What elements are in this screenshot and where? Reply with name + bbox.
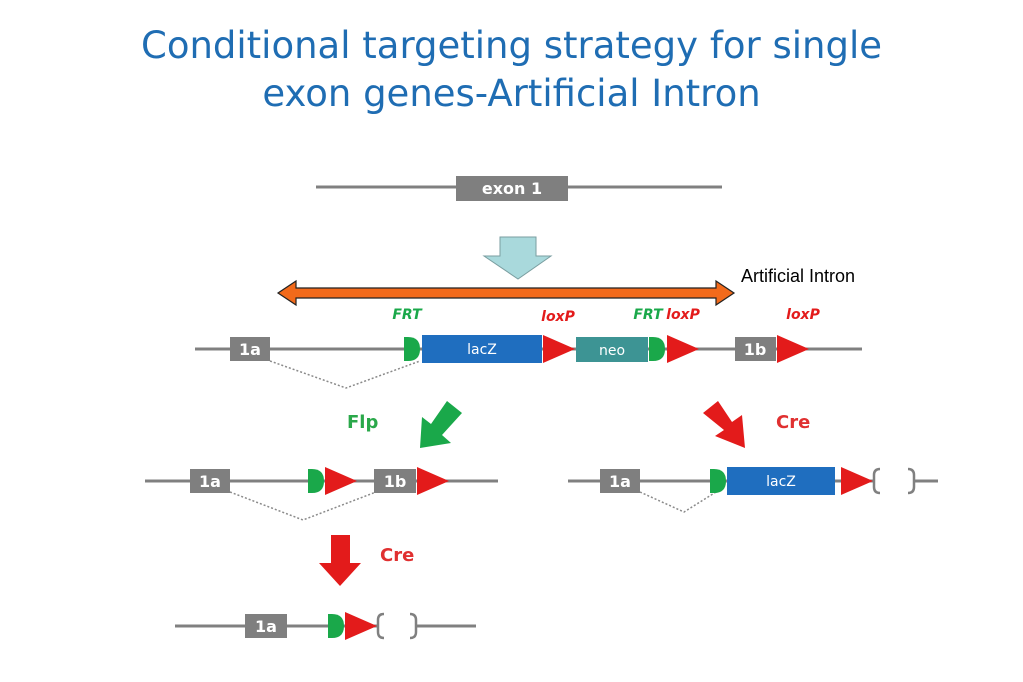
exon-1a-box — [230, 337, 270, 361]
deleted-exon-gap — [874, 467, 914, 495]
block-down-arrow-icon — [482, 236, 553, 280]
loxp-site-icon — [325, 467, 357, 495]
splice-line — [229, 491, 377, 521]
lacz-cassette — [727, 467, 835, 495]
loxp-label: loxP — [786, 307, 820, 323]
cre-down-arrow-icon — [319, 535, 361, 586]
title-line-1: Conditional targeting strategy for singl… — [140, 24, 882, 67]
open-bracket-icon — [872, 467, 881, 495]
exon-1a-box — [600, 469, 640, 493]
wildtype-allele: exon 1 — [316, 176, 722, 201]
cre-label: Cre — [380, 545, 414, 566]
lacz-cassette — [422, 335, 542, 363]
loxp-site-icon — [841, 467, 873, 495]
loxp-label: loxP — [666, 307, 700, 323]
exon-1-box — [456, 176, 568, 201]
loxp-label: loxP — [541, 309, 575, 325]
splice-line — [639, 491, 717, 513]
frt-site-icon — [710, 469, 726, 493]
exon-1b-box — [374, 469, 416, 493]
exon-1-label: exon 1 — [482, 179, 542, 198]
artificial-intron-span: Artificial Intron — [276, 266, 855, 307]
exon-1a-label: 1a — [239, 340, 261, 359]
frt-site-icon — [308, 469, 324, 493]
title-line-2: exon genes-Artificial Intron — [262, 72, 761, 115]
exon-1b-label: 1b — [384, 472, 407, 491]
exon-1a-label: 1a — [255, 617, 277, 636]
lacz-label: lacZ — [467, 342, 497, 358]
cre-label: Cre — [776, 412, 810, 433]
deleted-exon-gap — [379, 612, 417, 640]
cre-arrow-icon — [703, 401, 745, 448]
artificial-intron-label: Artificial Intron — [741, 266, 855, 286]
close-bracket-icon — [907, 467, 916, 495]
flp-label: Flp — [347, 412, 378, 433]
neo-cassette — [576, 337, 648, 362]
exon-1a-box — [245, 614, 287, 638]
cre-deleted-allele: 1a lacZ — [568, 467, 938, 513]
flp-arrow-icon — [420, 401, 462, 448]
open-bracket-icon — [376, 612, 385, 640]
neo-label: neo — [599, 343, 625, 359]
exon-1a-label: 1a — [199, 472, 221, 491]
exon-1a-label: 1a — [609, 472, 631, 491]
exon-1a-box — [190, 469, 230, 493]
loxp-site-icon — [345, 612, 377, 640]
loxp-site-icon — [417, 467, 449, 495]
exon-1b-label: 1b — [744, 340, 767, 359]
page-title: Conditional targeting strategy for singl… — [0, 22, 1023, 118]
flp-deleted-allele: 1a 1b — [145, 467, 498, 521]
loxp-site-icon — [667, 335, 699, 363]
final-deleted-allele: 1a — [175, 612, 476, 640]
double-headed-arrow-icon — [276, 279, 736, 307]
frt-label: FRT — [633, 307, 664, 323]
close-bracket-icon — [409, 612, 418, 640]
loxp-site-icon — [777, 335, 809, 363]
targeted-allele: 1a lacZ neo 1b FRT loxP FRT loxP loxP — [195, 307, 862, 389]
frt-label: FRT — [392, 307, 423, 323]
frt-site-icon — [404, 337, 420, 361]
splice-line — [269, 360, 421, 389]
frt-site-icon — [328, 614, 344, 638]
loxp-site-icon — [543, 335, 575, 363]
frt-site-icon — [649, 337, 665, 361]
lacz-label: lacZ — [766, 474, 796, 490]
exon-1b-box — [735, 337, 776, 361]
